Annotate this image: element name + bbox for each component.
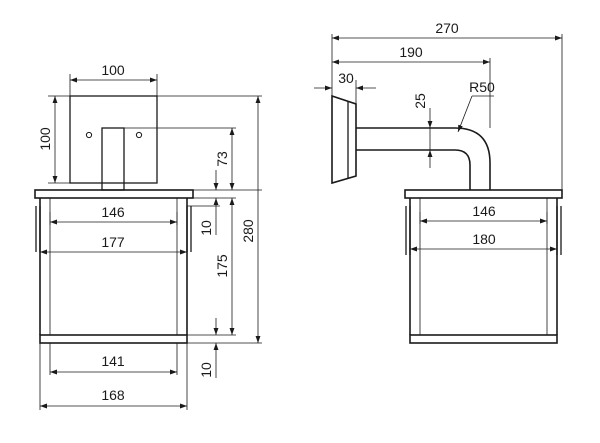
label-side-outer-top: 180 (472, 231, 496, 247)
label-side-inner-top: 146 (472, 203, 496, 219)
label-arm-diameter: 25 (412, 93, 428, 109)
mounting-hole-left (85, 131, 93, 139)
label-total-depth: 270 (435, 20, 459, 36)
mounting-hole-right (135, 131, 143, 139)
label-outer-top: 177 (101, 234, 125, 250)
side-band-right (556, 206, 562, 255)
top-rim (34, 189, 194, 199)
wall-plate (69, 95, 158, 184)
label-rim-top: 10 (198, 220, 214, 236)
front-view: 100 100 73 280 175 10 10 146 177 141 168 (34, 62, 262, 410)
extension-lines (39, 74, 262, 410)
side-view: 270 190 30 25 R50 146 180 (314, 20, 563, 344)
label-total-height: 280 (240, 219, 256, 243)
side-extension-lines (331, 34, 563, 252)
side-arm (356, 127, 491, 190)
support-arm (101, 127, 125, 191)
label-body-height: 175 (214, 254, 230, 278)
side-wall-plate (331, 94, 357, 185)
label-inner-bottom: 141 (101, 353, 125, 369)
label-inner-top: 146 (101, 204, 125, 220)
label-plate-to-top: 73 (214, 151, 230, 167)
label-outer-bottom: 168 (101, 387, 125, 403)
side-bottom-base (409, 334, 558, 344)
side-band-left (405, 206, 411, 255)
side-top-rim (404, 189, 563, 199)
side-arm-lower (356, 149, 471, 190)
label-plate-height: 100 (37, 127, 53, 151)
side-band-right (186, 206, 192, 252)
label-rim-bottom: 10 (198, 362, 214, 378)
side-band-left (35, 206, 41, 252)
label-plate-thickness: 30 (338, 70, 354, 86)
dim-line-bend-radius (457, 95, 473, 133)
label-arm-reach: 190 (399, 44, 423, 60)
label-bend-radius: R50 (469, 79, 495, 95)
bottom-base (39, 334, 188, 344)
label-plate-width: 100 (101, 62, 125, 78)
